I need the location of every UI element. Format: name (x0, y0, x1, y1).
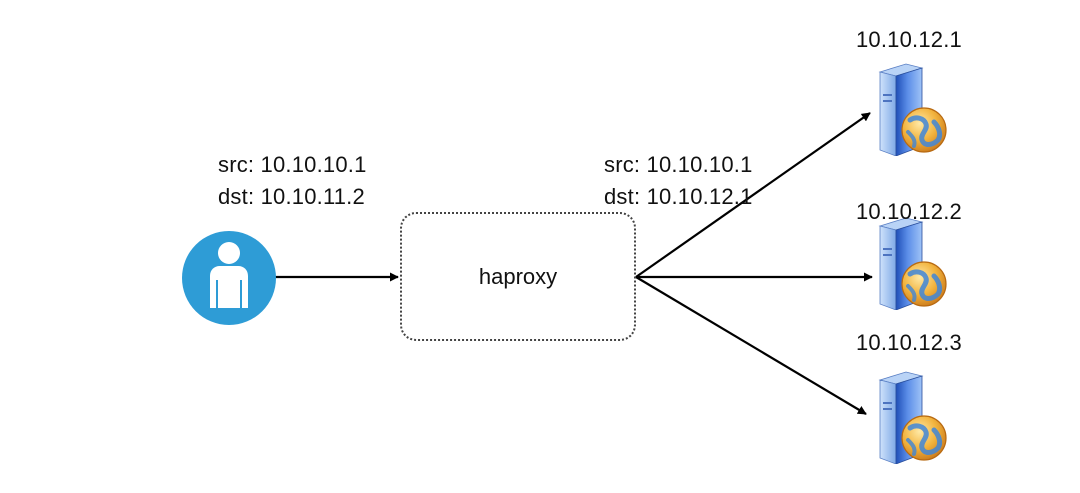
server-1-ip-label: 10.10.12.1 (856, 27, 962, 52)
server-globe-icon (880, 372, 946, 464)
server-2-ip-label: 10.10.12.2 (856, 199, 962, 224)
server-globe-icon (880, 64, 946, 156)
proxy-src-label: src: 10.10.10.1 (604, 152, 753, 177)
proxy-to-server-1-arrow (635, 112, 871, 278)
haproxy-label: haproxy (478, 263, 558, 289)
server-globe-icon (880, 218, 946, 310)
user-icon (182, 231, 276, 325)
proxy-to-server-3-arrow (635, 276, 867, 415)
client-dst-label: dst: 10.10.11.2 (218, 184, 365, 209)
proxy-dst-label: dst: 10.10.12.1 (604, 184, 753, 209)
server-3-ip-label: 10.10.12.3 (856, 330, 962, 355)
client-src-label: src: 10.10.10.1 (218, 152, 367, 177)
haproxy-node: haproxy (400, 212, 636, 341)
